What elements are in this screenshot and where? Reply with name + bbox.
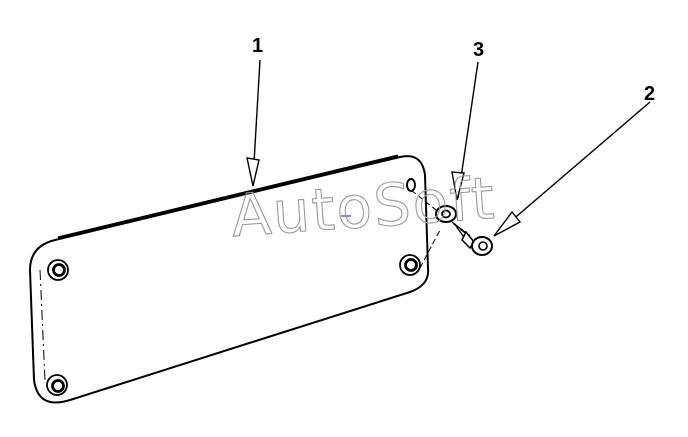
cover-plate-inner-edge [39, 269, 46, 381]
cover-plate [28, 154, 430, 404]
hole-bottom-left [46, 374, 68, 396]
callout-3: 3 [473, 39, 484, 61]
callout-2: 2 [644, 83, 655, 105]
hole-bottom-right [399, 254, 421, 276]
callout-1: 1 [252, 35, 263, 57]
hole-top-left [47, 259, 69, 281]
leader-3 [451, 61, 479, 201]
watermark-autosoft: AutoSoft [229, 164, 498, 250]
bolt [451, 221, 493, 256]
washer [435, 205, 457, 223]
leader-1 [246, 59, 261, 187]
cover-plate-outline [28, 155, 430, 404]
leader-2 [493, 101, 651, 237]
hole-top-right [406, 178, 416, 192]
cover-plate-top-edge [57, 154, 399, 240]
